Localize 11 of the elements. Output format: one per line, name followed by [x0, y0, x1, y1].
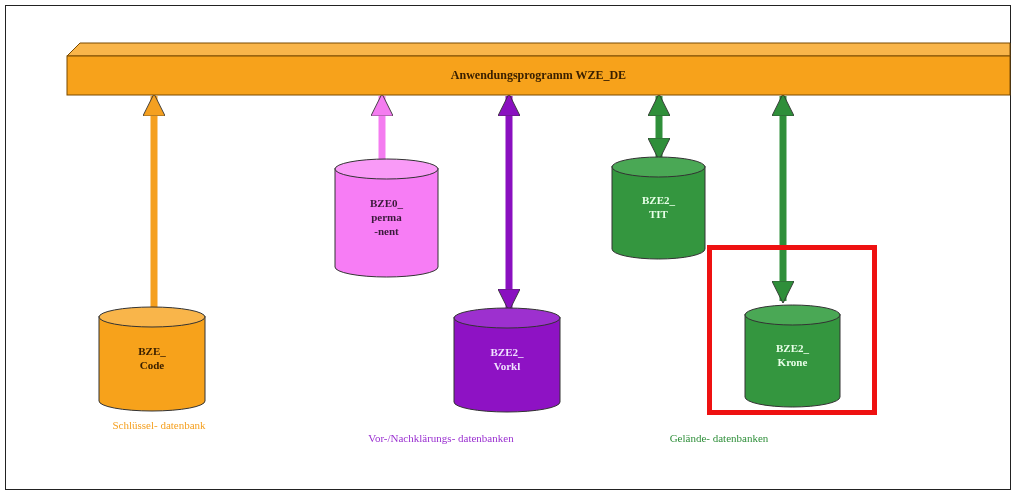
application-bar	[66, 42, 1011, 96]
application-label: Anwendungsprogramm WZE_DE	[450, 67, 627, 83]
group-label: Gelände- datenbanken	[668, 431, 770, 446]
database-label: BZE_ Code	[138, 345, 166, 373]
database-label: BZE2_ Krone	[776, 342, 809, 370]
database-label: BZE2_ Vorkl	[490, 346, 524, 374]
database-label: BZE2_ TIT	[642, 194, 675, 222]
group-label: Schlüssel- datenbank	[111, 418, 207, 433]
database-label: BZE0_ perma -nent	[370, 197, 403, 239]
group-label: Vor-/Nachklärungs- datenbanken	[367, 431, 515, 446]
highlight-box	[707, 245, 877, 415]
